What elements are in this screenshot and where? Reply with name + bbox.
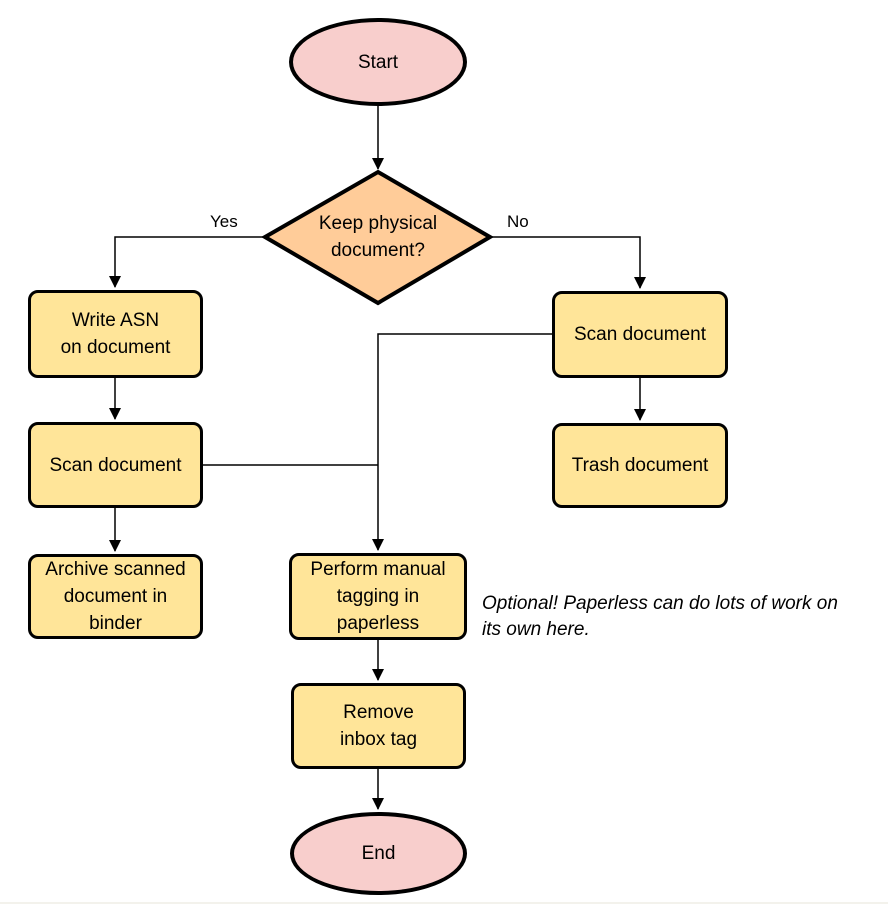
node-remove-inbox-tag-label: Remove inbox tag [339,702,418,750]
node-scan-document-left: Scan document [28,422,203,508]
node-scan-document-left-label: Scan document [49,454,182,476]
edge-label-no: No [507,212,529,231]
edge-decision-no [490,236,646,289]
node-end: End [290,812,467,895]
node-decision: Keep physical document? [278,210,478,264]
node-perform-tagging-label: Perform manual tagging in paperless [310,559,446,634]
node-decision-label: Keep physical document? [318,213,438,261]
node-trash-document: Trash document [552,423,728,508]
node-write-asn: Write ASN on document [28,290,203,378]
node-start-label: Start [357,51,399,73]
node-scan-document-right: Scan document [552,291,728,378]
annotation-optional-note: Optional! Paperless can do lots of work … [482,593,838,640]
edge-scanright-to-perform [372,333,552,551]
node-archive-binder: Archive scanned document in binder [28,554,203,639]
node-end-label: End [361,843,396,864]
node-scan-document-right-label: Scan document [573,324,707,345]
edge-decision-yes [109,236,265,288]
decision-diamond-shape [261,169,494,306]
edge-label-yes: Yes [210,212,238,231]
node-write-asn-label: Write ASN on document [60,310,171,358]
node-trash-document-label: Trash document [571,455,709,476]
bottom-divider [0,902,888,904]
node-perform-tagging: Perform manual tagging in paperless [289,553,467,640]
node-remove-inbox-tag: Remove inbox tag [291,683,466,769]
node-archive-binder-label: Archive scanned document in binder [45,559,186,634]
node-start: Start [289,18,467,106]
